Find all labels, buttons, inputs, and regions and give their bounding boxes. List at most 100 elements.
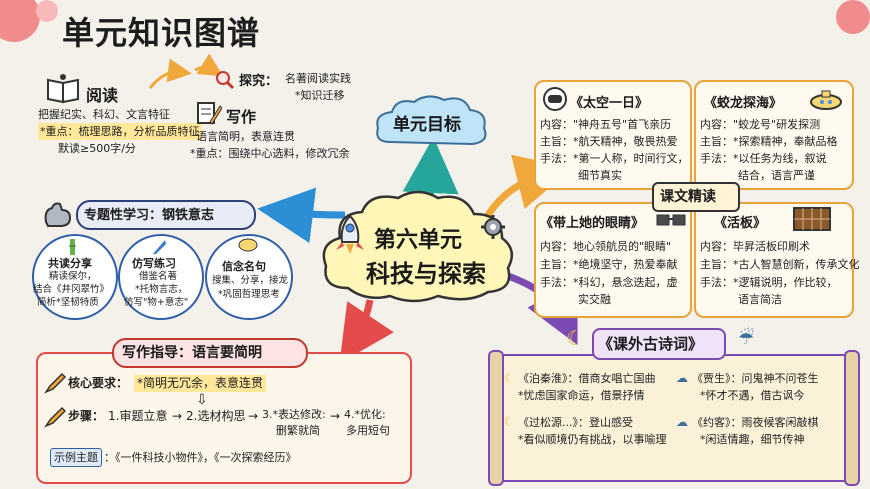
writing-block: 写作 语言简明，表意连贯 *重点：围绕中心选料，修改冗余	[190, 100, 362, 160]
topic-header: 专题性学习：钢铁意志	[42, 200, 256, 230]
pencil-icon-2	[44, 406, 66, 428]
reading-line2: *重点：梳理思路，分析品质特征	[38, 123, 202, 140]
card1-method1: 手法：*第一人称，时间行文，	[540, 152, 689, 165]
topic-item2-l1: 借鉴名著	[139, 271, 178, 282]
topic-title-pill	[76, 200, 256, 230]
example-label: 示例主题	[50, 448, 102, 467]
writing-guide-title: 写作指导：语言要简明	[122, 345, 262, 361]
poem4-l1: 《约客》：雨夜候客闲敲棋	[692, 416, 819, 429]
explore-block: 探究： 名著阅读实践 *知识迁移	[215, 68, 365, 108]
explore-text: 名著阅读实践	[285, 72, 351, 85]
intensive-label-box	[652, 182, 740, 212]
poem1-icon: ☾	[504, 371, 515, 385]
topic-item1-l2: 结合《井冈翠竹》	[33, 284, 110, 295]
poem2-icon: ☁	[676, 371, 688, 385]
card4-title: 《活板》	[714, 216, 767, 231]
decor-circle-right	[836, 0, 870, 34]
writing-title: 写作	[226, 108, 257, 126]
step3a: 3.*表达修改:	[262, 408, 326, 421]
card3-method1: 手法：*科幻，悬念迭起，虚	[540, 276, 678, 289]
card4-content: 内容：毕昇活板印刷术	[700, 240, 810, 253]
card2-theme: 主旨：*探索精神，奉献品格	[700, 135, 838, 148]
card2-title: 《蛟龙探海》	[704, 96, 783, 111]
topic-item1-l3: 简析*坚韧特质	[37, 297, 99, 308]
arrow-3: →	[330, 409, 341, 423]
poem1-l1: 《泊秦淮》：借商女唱亡国曲	[518, 372, 656, 385]
poem1-l2: *忧虑国家命运，借景抒情	[518, 389, 645, 402]
bamboo-icon	[69, 239, 76, 255]
card2-method1: 手法：*以任务为线，叙说	[700, 152, 827, 165]
down-arrow-icon: ⇩	[196, 392, 208, 408]
arrow-2: →	[248, 409, 259, 423]
moon-icon: ☾	[566, 326, 584, 350]
center-line2: 科技与探索	[366, 260, 486, 288]
poem4-l2: *闲适情趣，细节传神	[700, 433, 805, 446]
topic-item3-l1: 搜集、分享，接龙	[212, 275, 289, 286]
card1-method2: 细节真实	[578, 169, 622, 182]
rocket-icon	[336, 214, 364, 254]
topic-item3-l2: *巩固哲理思考	[218, 289, 280, 300]
core-label: 核心要求：	[68, 376, 129, 390]
gear-icon	[481, 215, 505, 239]
writing-line1: 语言简明，表意连贯	[196, 130, 295, 143]
core-text: *简明无冗余，表意连贯	[134, 375, 267, 392]
poem2-l1: 《贾生》：问鬼神不问苍生	[692, 372, 819, 385]
astronaut-icon	[543, 87, 567, 111]
poem4-icon: ☁	[676, 415, 688, 429]
card4-method2: 语言简洁	[738, 293, 782, 306]
poems-label-box	[592, 328, 726, 360]
topic-item3-title: 信念名句	[222, 260, 266, 273]
muscle-icon	[44, 202, 72, 227]
scroll-left-roll	[488, 350, 504, 486]
goal-label: 单元目标	[393, 115, 461, 135]
step4a: 4.*优化:	[344, 408, 386, 421]
topic-title: 专题性学习：钢铁意志	[84, 208, 215, 223]
card2-content: 内容："蛟龙号"研发探测	[700, 118, 821, 131]
explore-title: 探究：	[239, 74, 279, 89]
reading-line1: 把握纪实、科幻、文言特征	[38, 108, 170, 121]
topic-item1-l1: 精读保尔，	[49, 271, 97, 282]
pencil-icon	[44, 372, 66, 394]
step3b: 删繁就简	[276, 424, 320, 437]
pencil-paper-icon	[197, 102, 222, 125]
rain-cloud-icon: ☔	[738, 328, 755, 349]
movable-type-icon	[793, 207, 831, 231]
card4-theme: 主旨：*古人智慧创新，传承文化	[700, 258, 860, 271]
poem2-l2: *怀才不遇，借古讽今	[700, 389, 805, 402]
steps-label: 步骤：	[68, 409, 105, 423]
book-icon	[47, 74, 79, 104]
poem3-l1: 《过松源...》：登山感受	[518, 416, 633, 429]
topic-item2-l2: *托物言志，	[135, 284, 188, 295]
intensive-label: 课文精读	[660, 189, 716, 205]
writing-guide-title-pill	[112, 338, 308, 368]
reading-block: 阅读 把握纪实、科幻、文言特征 *重点：梳理思路，分析品质特征 默读≥500字/…	[38, 72, 202, 162]
writing-line2: *重点：围绕中心选料，修改冗余	[190, 147, 350, 160]
card1-theme: 主旨：*航天精神，敬畏热爱	[540, 135, 678, 148]
card2-method2: 结合，语言严谨	[738, 169, 815, 182]
card3-title: 《带上她的眼睛》	[540, 216, 645, 231]
center-cloud	[322, 190, 514, 303]
card4-method1: 手法：*逻辑说明，作比较，	[700, 276, 838, 289]
magnifier-icon	[216, 71, 235, 90]
poem3-l2: *看似顺境仍有挑战，以事喻理	[518, 433, 667, 446]
submarine-icon	[810, 90, 842, 110]
poem3-icon: ☾	[504, 415, 515, 429]
decor-circle-small	[36, 0, 58, 22]
card3-method2: 实交融	[578, 293, 611, 306]
topic-item2-l3: 仿写"物+意志"	[124, 297, 189, 308]
page-title: 单元知识图谱	[62, 14, 261, 52]
scroll-right-roll	[844, 350, 860, 486]
goal-cloud	[376, 95, 487, 146]
arrow-1: →	[172, 409, 183, 423]
step1: 1.审题立意	[108, 409, 168, 423]
speech-bubble-icon	[238, 238, 258, 252]
card1-title: 《太空一日》	[570, 96, 649, 111]
reading-line3: 默读≥500字/分	[58, 142, 136, 155]
card1-content: 内容："神舟五号"首飞亲历	[540, 118, 672, 131]
reading-title: 阅读	[86, 86, 119, 105]
explore-line2: *知识迁移	[295, 89, 345, 102]
card3-theme: 主旨：*绝境坚守，热爱奉献	[540, 258, 678, 271]
quill-icon	[153, 240, 166, 254]
card3-content: 内容：地心领航员的"眼睛"	[540, 240, 672, 253]
